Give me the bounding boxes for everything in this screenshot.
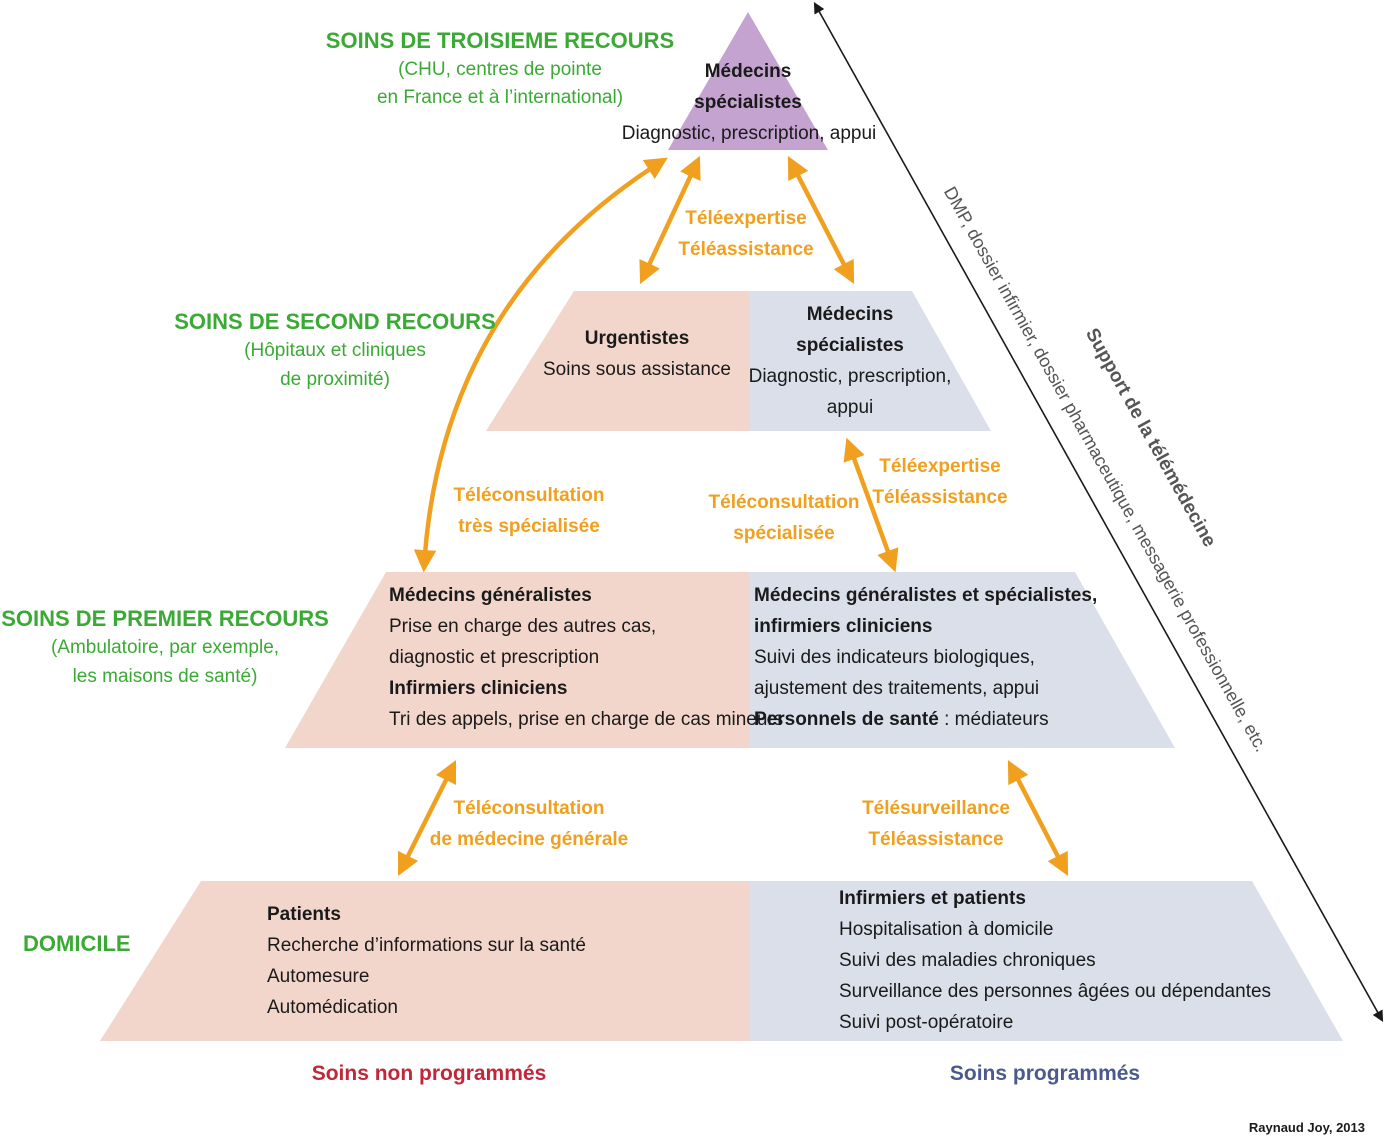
home-left-title: Patients <box>267 904 341 925</box>
first-left-line-2: diagnostic et prescription <box>389 647 600 668</box>
first-level-left-half <box>285 572 749 748</box>
arrow-label-low-left-1: Téléconsultation <box>453 798 605 819</box>
first-level-subtitle-1: (Ambulatoire, par exemple, <box>50 637 280 658</box>
second-right-title-1: Médecins <box>806 304 894 325</box>
first-right-title-1: Médecins généralistes et spécialistes, <box>754 585 1098 606</box>
second-right-text-2: appui <box>826 397 874 418</box>
home-right-title: Infirmiers et patients <box>839 888 1026 909</box>
first-left-line-3: Tri des appels, prise en charge de cas m… <box>389 709 784 730</box>
home-level-left-half <box>100 881 749 1041</box>
home-left-item: Automédication <box>267 997 398 1018</box>
first-level-title: SOINS DE PREMIER RECOURS <box>1 606 329 631</box>
arrow-low-left <box>397 759 457 877</box>
apex-title-1: Médecins <box>704 61 792 82</box>
second-left-title: Urgentistes <box>584 328 690 349</box>
author-credit: Raynaud Joy, 2013 <box>1248 1120 1365 1135</box>
first-right-line-2: ajustement des traitements, appui <box>754 678 1040 699</box>
arrow-top-left-short <box>639 155 701 285</box>
arrow-label-mid-right-1: Téléexpertise <box>879 456 1001 477</box>
home-level-title: DOMICILE <box>23 931 131 956</box>
arrow-label-mid-right-2: Téléassistance <box>872 487 1008 508</box>
arrow-top-left-long <box>413 157 668 573</box>
home-right-item: Suivi post-opératoire <box>839 1012 1014 1033</box>
home-right-item: Surveillance des personnes âgées ou dépe… <box>839 981 1272 1002</box>
arrow-label-low-right-1: Télésurveillance <box>862 798 1010 819</box>
arrow-label-mid-center-1: Téléconsultation <box>708 492 860 513</box>
first-right-line-3-wrap: Personnels de santé : médiateurs <box>754 704 1049 735</box>
arrow-label-mid-center-2: spécialisée <box>733 523 835 544</box>
home-right-item: Suivi des maladies chroniques <box>839 950 1096 971</box>
arrow-label-mid-left-1: Téléconsultation <box>453 485 605 506</box>
arrow-label-top-2: Téléassistance <box>678 239 814 260</box>
apex-triangle <box>668 12 828 150</box>
first-right-title-2: infirmiers cliniciens <box>754 616 933 637</box>
home-right-item: Hospitalisation à domicile <box>839 919 1054 940</box>
first-right-title-3: Personnels de santé <box>754 709 939 730</box>
second-right-title-2: spécialistes <box>796 335 904 356</box>
first-right-line-3: : médiateurs <box>938 709 1049 730</box>
arrow-label-low-right-2: Téléassistance <box>868 829 1004 850</box>
home-left-item: Automesure <box>267 966 370 987</box>
first-left-title-2: Infirmiers cliniciens <box>389 678 568 699</box>
arrow-label-low-left-2: de médecine générale <box>429 829 629 850</box>
first-right-line-1: Suivi des indicateurs biologiques, <box>754 647 1035 668</box>
arrow-label-top-1: Téléexpertise <box>685 208 807 229</box>
third-level-title: SOINS DE TROISIEME RECOURS <box>325 28 675 53</box>
second-level-subtitle-2: de proximité) <box>280 369 390 390</box>
apex-title-2: spécialistes <box>694 92 802 113</box>
second-level-subtitle-1: (Hôpitaux et cliniques <box>244 340 426 361</box>
apex-text: Diagnostic, prescription, appui <box>621 123 877 144</box>
first-level-subtitle-2: les maisons de santé) <box>72 666 258 687</box>
third-level-subtitle-2: en France et à l’international) <box>376 87 624 108</box>
unscheduled-care-label: Soins non programmés <box>311 1062 547 1085</box>
third-level-subtitle-1: (CHU, centres de pointe <box>398 59 602 80</box>
second-left-text: Soins sous assistance <box>543 359 731 380</box>
first-left-title-1: Médecins généralistes <box>389 585 592 606</box>
second-level-title: SOINS DE SECOND RECOURS <box>174 309 496 334</box>
telemedicine-support-arrow <box>813 2 1384 1022</box>
home-left-item: Recherche d’informations sur la santé <box>267 935 586 956</box>
scheduled-care-label: Soins programmés <box>949 1062 1141 1085</box>
first-left-line-1: Prise en charge des autres cas, <box>389 616 657 637</box>
arrow-label-mid-left-2: très spécialisée <box>458 516 600 537</box>
second-right-text-1: Diagnostic, prescription, <box>748 366 952 387</box>
